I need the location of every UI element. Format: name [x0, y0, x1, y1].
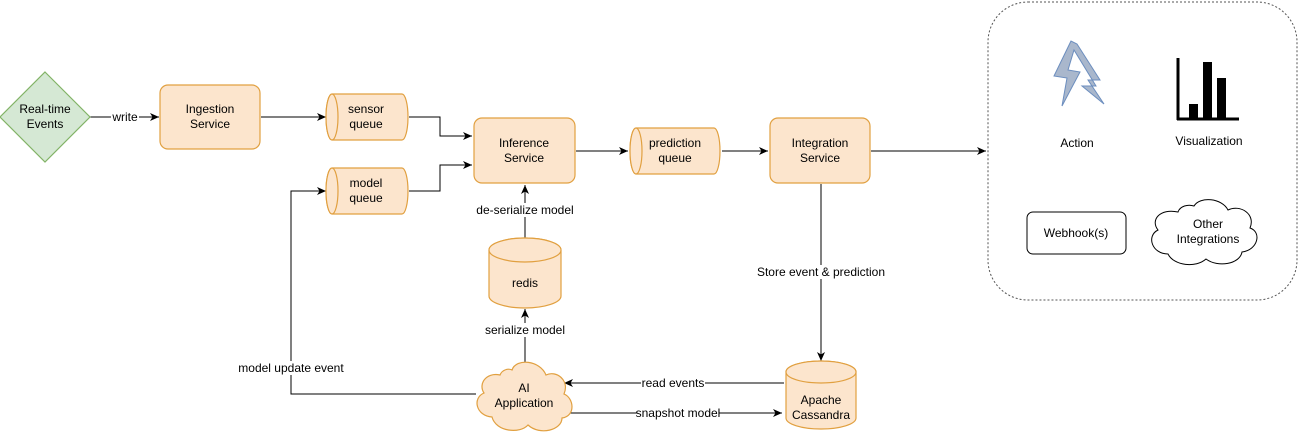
- prediction-queue-node: prediction queue: [629, 127, 721, 175]
- ingestion-service-label-line1: Ingestion: [186, 102, 235, 116]
- edge-label-store-event-prediction: Store event & prediction: [757, 265, 885, 279]
- prediction-queue-label-line1: prediction: [649, 136, 701, 150]
- integration-service-label-line1: Integration: [792, 136, 849, 150]
- sensor-queue-label-line2: queue: [349, 117, 383, 131]
- integration-service-node: Integration Service: [769, 117, 871, 184]
- edge-label-snapshot-model: snapshot model: [636, 406, 721, 420]
- edge-model-inference: [409, 161, 472, 192]
- action-label: Action: [1060, 136, 1093, 150]
- apache-cassandra-label-line1: Apache: [801, 393, 842, 407]
- inference-service-node: Inference Service: [473, 117, 576, 184]
- bar-chart-icon: [1176, 58, 1239, 121]
- model-queue-node: model queue: [325, 167, 409, 215]
- integrations-container: [987, 1, 1298, 301]
- other-integrations-label-line2: Integrations: [1177, 232, 1240, 246]
- visualization-label: Visualization: [1175, 134, 1242, 148]
- inference-service-label-line2: Service: [504, 151, 544, 165]
- edge-label-serialize-model: serialize model: [485, 323, 565, 337]
- webhooks-label: Webhook(s): [1044, 226, 1108, 240]
- edge-ai-model-queue: [290, 187, 476, 395]
- inference-service-label-line1: Inference: [499, 136, 549, 150]
- apache-cassandra-label-line2: Cassandra: [792, 408, 850, 422]
- ai-application-label-line1: AI: [518, 381, 529, 395]
- other-integrations-node: Other Integrations: [1151, 199, 1258, 266]
- edge-label-read-events: read events: [642, 376, 705, 390]
- apache-cassandra-node: Apache Cassandra: [785, 360, 857, 430]
- ai-application-node: AI Application: [476, 361, 573, 432]
- realtime-events-label-line1: Real-time: [19, 102, 71, 116]
- ingestion-service-node: Ingestion Service: [159, 84, 261, 150]
- ingestion-service-label-line2: Service: [190, 117, 230, 131]
- lightning-icon: [1053, 40, 1105, 107]
- ai-application-label-line2: Application: [495, 396, 554, 410]
- prediction-queue-label-line2: queue: [658, 151, 692, 165]
- integration-service-label-line2: Service: [800, 151, 840, 165]
- realtime-events-label-line2: Events: [27, 117, 64, 131]
- sensor-queue-label-line1: sensor: [348, 102, 384, 116]
- edge-label-write: write: [111, 110, 138, 124]
- other-integrations-label-line1: Other: [1193, 217, 1223, 231]
- edge-sensor-inference: [409, 116, 472, 140]
- realtime-events-node: Real-time Events: [0, 71, 91, 163]
- edge-label-model-update-event: model update event: [238, 361, 344, 375]
- sensor-queue-node: sensor queue: [325, 93, 409, 141]
- webhooks-node: Webhook(s): [1026, 211, 1127, 255]
- edge-label-de-serialize-model: de-serialize model: [476, 203, 573, 217]
- redis-node: redis: [488, 237, 562, 309]
- redis-label: redis: [512, 276, 538, 290]
- model-queue-label-line2: queue: [349, 191, 383, 205]
- model-queue-label-line1: model: [350, 176, 383, 190]
